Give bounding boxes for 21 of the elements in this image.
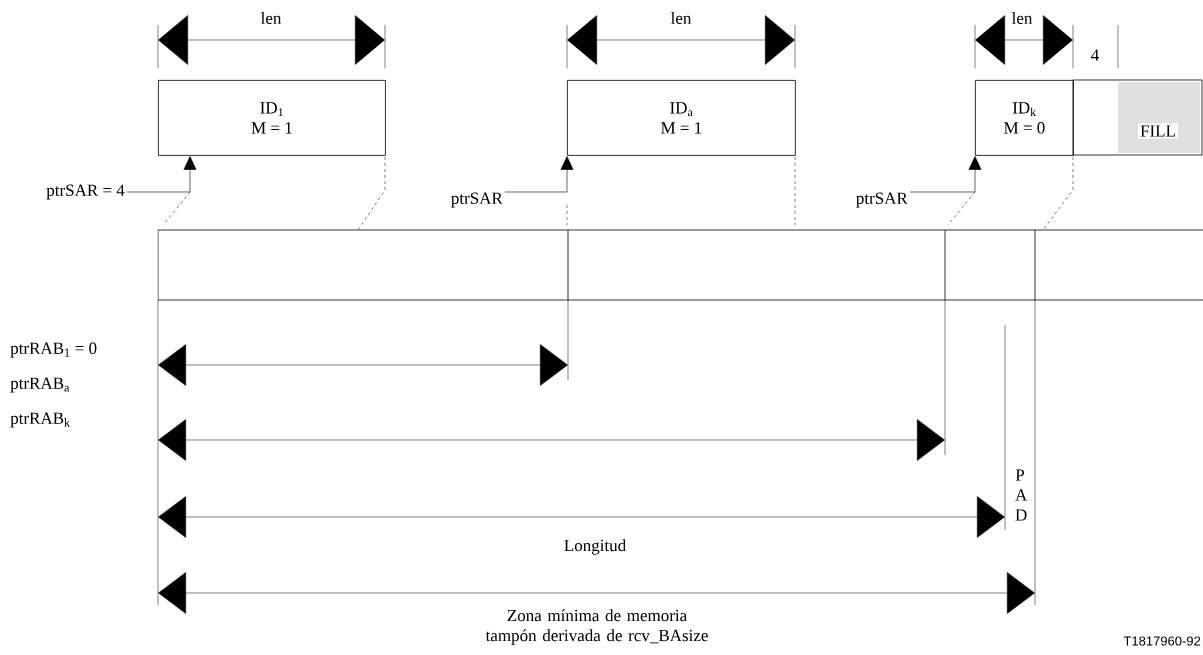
pointer-label: ptrSAR (451, 192, 503, 208)
fill-area: FILL (1118, 82, 1200, 153)
dimension-label: Longitud (564, 539, 626, 555)
dimension-label: Zona mínima de memoria tampón derivada de rcv_BAsize (485, 609, 708, 645)
pointer-arrow (126, 156, 197, 193)
pointer-label: ptrSAR = 4 (46, 184, 125, 200)
pointer-label: ptrRAB$_{a}$ (10, 377, 70, 393)
dimension-label: 4 (1089, 48, 1101, 62)
figure-code: T1817960-92 (1123, 636, 1201, 646)
dimension-label: len (1010, 11, 1034, 25)
pointer-arrow (504, 156, 574, 193)
vertical-label: P A D (1015, 469, 1028, 521)
dimension-label: len (259, 11, 283, 25)
pointer-label: ptrRAB$_{1}$ = 0 (10, 342, 97, 358)
pointer-label: ptrRAB$_{k}$ (10, 412, 70, 428)
pointer-arrow (909, 156, 982, 193)
packet-box: ID$_{1}$ M = 1 (158, 80, 386, 156)
packet-box: ID$_{a}$ M = 1 (567, 80, 796, 156)
pointer-label: ptrSAR (856, 192, 908, 208)
dimension-label: len (669, 11, 693, 25)
packet-box: ID$_{k}$ M = 0 (975, 80, 1074, 156)
